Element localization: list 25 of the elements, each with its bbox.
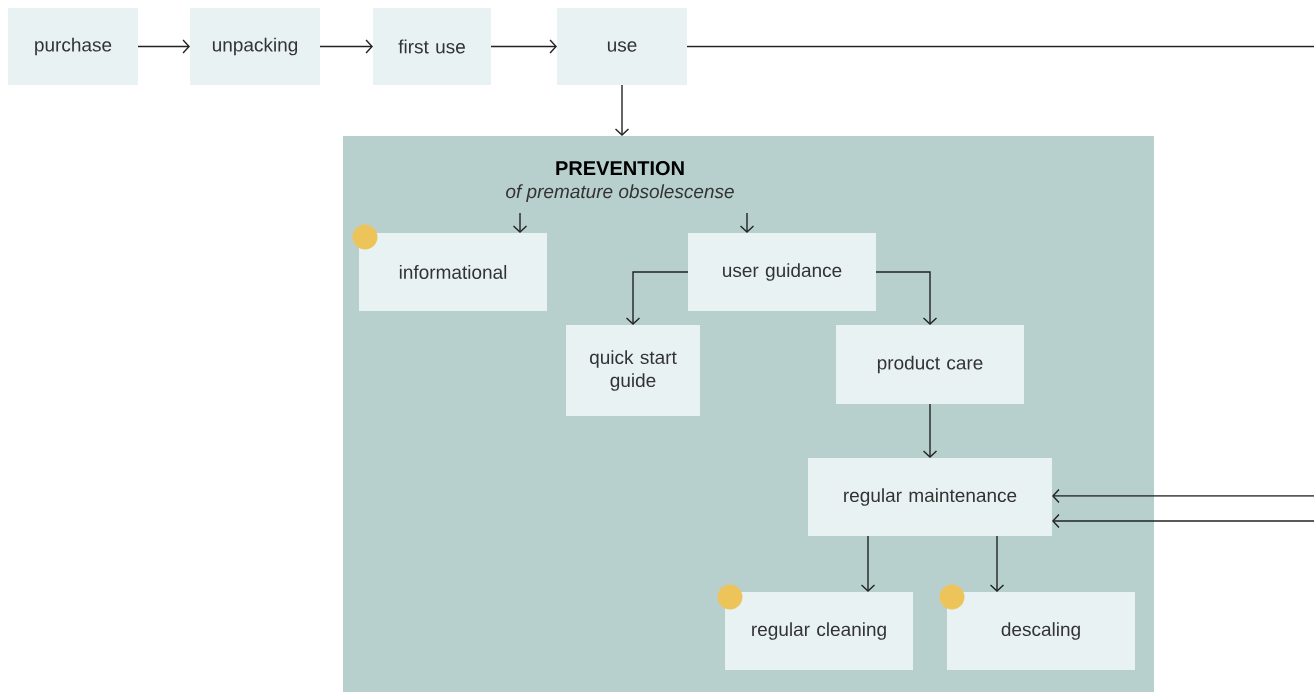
- step-box: purchase: [8, 8, 138, 85]
- arrow: [137, 39, 190, 54]
- arrow: [739, 212, 755, 233]
- arrow: [860, 535, 876, 592]
- arrow: [614, 84, 630, 136]
- arrow: [512, 212, 528, 233]
- step-box: regular cleaning: [725, 592, 913, 670]
- step-box: quick start guide: [566, 325, 700, 416]
- step-box: descaling: [947, 592, 1135, 670]
- arrow: [490, 39, 557, 54]
- arrow: [625, 271, 689, 325]
- step-box: informational: [359, 233, 547, 311]
- arrow: [922, 403, 938, 458]
- step-box: user guidance: [688, 233, 876, 311]
- step-box: regular maintenance: [808, 458, 1052, 536]
- arrow: [1052, 513, 1314, 529]
- step-box: product care: [836, 325, 1024, 404]
- step-box: first use: [373, 8, 491, 85]
- arrow: [875, 271, 938, 325]
- step-box: unpacking: [190, 8, 320, 85]
- arrow: [1052, 488, 1314, 504]
- arrow: [989, 535, 1005, 592]
- step-box: use: [557, 8, 687, 85]
- arrow: [319, 39, 373, 54]
- panel-heading: PREVENTION of premature obsolescense: [506, 161, 734, 202]
